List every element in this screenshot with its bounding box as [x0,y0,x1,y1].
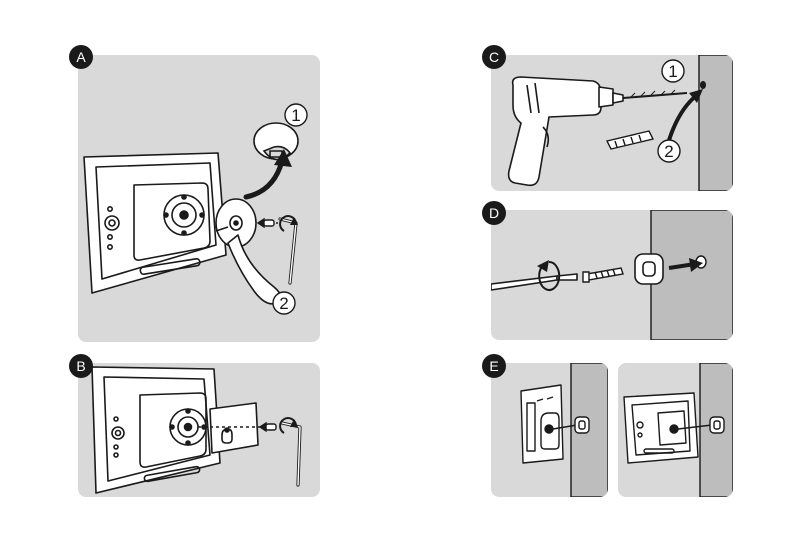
callout-number-1: 1 [291,106,300,125]
mount-plate [210,403,258,453]
step-badge-c: C [482,45,506,69]
drill-icon [509,77,623,185]
panel-step-b [78,363,320,497]
curved-arrow-icon [246,161,282,197]
photo-frame-back [92,367,220,493]
step-badge-b: B [69,354,93,378]
wall-plug [607,131,653,149]
wall-cap [635,254,663,284]
wall-hole [700,81,706,89]
panel-step-e-left [491,363,608,497]
screwdriver-icon [491,274,577,290]
screw [583,268,623,282]
step-b-illustration [78,363,320,497]
step-badge-d: D [482,201,506,225]
callout-number-2: 2 [279,294,288,313]
panel-step-d [491,210,733,340]
callout-number-2: 2 [664,142,673,161]
step-c-illustration: 1 2 [491,55,733,191]
step-badge-e: E [482,354,506,378]
photo-frame-back [84,153,226,293]
photo-frame-back [521,385,563,463]
wall [699,55,733,191]
panel-step-e-right [618,363,733,497]
step-badge-a: A [69,45,93,69]
screw [258,219,274,227]
screw [260,423,276,431]
curved-arrow-icon [667,95,697,147]
step-e-left-illustration [491,363,608,497]
step-d-illustration [491,210,733,340]
panel-step-a: 1 2 [78,55,320,342]
wall-cap [575,417,589,433]
wall-cap [254,123,298,160]
step-e-right-illustration [618,363,733,497]
wall-cap [710,417,724,433]
step-a-illustration: 1 2 [78,55,320,342]
allen-key-icon [282,423,300,485]
panel-step-c: 1 2 [491,55,733,191]
callout-number-1: 1 [668,62,677,81]
